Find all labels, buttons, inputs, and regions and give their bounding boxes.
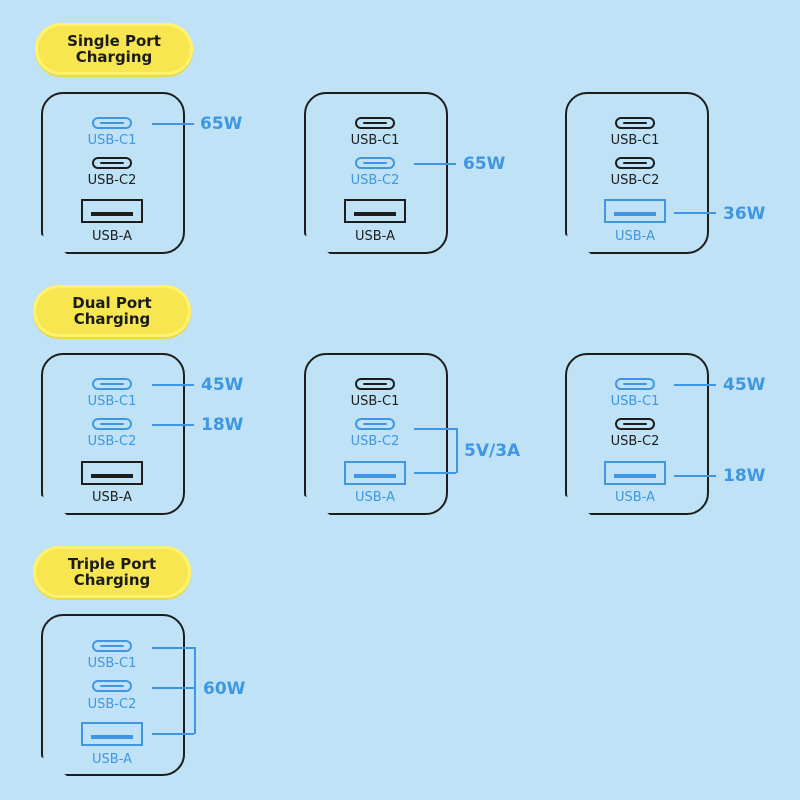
power-label: 5V/3A: [464, 441, 521, 461]
power-label: 36W: [723, 204, 766, 224]
section-title-line1: Dual Port: [72, 294, 152, 312]
usb-c2-port-icon: [92, 680, 132, 692]
section-title-line2: Charging: [75, 48, 153, 66]
power-label: 18W: [201, 415, 244, 435]
usb-c1-label: USB-C1: [610, 394, 660, 409]
leader-line: [414, 472, 456, 474]
usb-a-port-icon: [81, 199, 143, 223]
usb-a-label: USB-A: [92, 229, 132, 244]
leader-bracket: [456, 428, 458, 473]
usb-c1-label: USB-C1: [350, 394, 400, 409]
leader-line: [674, 212, 716, 214]
leader-line: [152, 647, 194, 649]
section-title-line2: Charging: [73, 571, 151, 589]
usb-c1-label: USB-C1: [87, 133, 137, 148]
usb-a-label: USB-A: [92, 752, 132, 767]
leader-line: [152, 687, 194, 689]
usb-a-label: USB-A: [615, 490, 655, 505]
charger-body: [565, 353, 709, 515]
usb-a-port-icon: [604, 199, 666, 223]
usb-a-port-icon: [344, 199, 406, 223]
usb-c1-port-icon: [355, 378, 395, 390]
charger-body: [565, 92, 709, 254]
usb-c1-port-icon: [355, 117, 395, 129]
charger-body: [304, 353, 448, 515]
usb-a-label: USB-A: [355, 490, 395, 505]
usb-a-label: USB-A: [92, 490, 132, 505]
charger-body: [41, 92, 185, 254]
usb-c1-label: USB-C1: [87, 394, 137, 409]
section-title-line1: Single Port: [67, 32, 161, 50]
usb-c2-port-icon: [615, 157, 655, 169]
usb-c1-port-icon: [615, 117, 655, 129]
power-label: 65W: [463, 154, 506, 174]
power-label: 65W: [200, 114, 243, 134]
power-label: 45W: [201, 375, 244, 395]
usb-c1-label: USB-C1: [350, 133, 400, 148]
usb-c2-port-icon: [92, 418, 132, 430]
usb-c2-label: USB-C2: [350, 434, 400, 449]
usb-c2-port-icon: [355, 418, 395, 430]
usb-a-port-icon: [344, 461, 406, 485]
usb-c1-label: USB-C1: [610, 133, 660, 148]
leader-line: [152, 123, 194, 125]
usb-a-port-icon: [81, 461, 143, 485]
usb-a-port-icon: [604, 461, 666, 485]
usb-c2-port-icon: [355, 157, 395, 169]
usb-c1-port-icon: [92, 640, 132, 652]
usb-c2-label: USB-C2: [87, 173, 137, 188]
leader-line: [152, 424, 194, 426]
leader-line: [152, 384, 194, 386]
usb-a-port-icon: [81, 722, 143, 746]
usb-c2-label: USB-C2: [87, 434, 137, 449]
leader-bracket: [194, 647, 196, 734]
usb-c2-label: USB-C2: [610, 173, 660, 188]
leader-line: [674, 384, 716, 386]
power-label: 18W: [723, 466, 766, 486]
usb-c2-label: USB-C2: [350, 173, 400, 188]
section-title-line2: Charging: [73, 310, 151, 328]
usb-a-label: USB-A: [615, 229, 655, 244]
usb-c2-port-icon: [615, 418, 655, 430]
usb-c1-port-icon: [615, 378, 655, 390]
usb-c1-port-icon: [92, 378, 132, 390]
section-title-line1: Triple Port: [67, 555, 157, 573]
leader-line: [152, 733, 194, 735]
power-label: 45W: [723, 375, 766, 395]
section-badge-triple: Triple Port Charging: [33, 546, 191, 598]
usb-c1-label: USB-C1: [87, 656, 137, 671]
usb-c2-label: USB-C2: [87, 697, 137, 712]
usb-a-label: USB-A: [355, 229, 395, 244]
usb-c2-port-icon: [92, 157, 132, 169]
usb-c2-label: USB-C2: [610, 434, 660, 449]
charger-body: [304, 92, 448, 254]
power-label: 60W: [203, 679, 246, 699]
charger-body: [41, 353, 185, 515]
leader-line: [414, 428, 456, 430]
leader-line: [674, 475, 716, 477]
section-badge-single: Single Port Charging: [35, 23, 193, 75]
leader-line: [414, 163, 456, 165]
usb-c1-port-icon: [92, 117, 132, 129]
section-badge-dual: Dual Port Charging: [33, 285, 191, 337]
